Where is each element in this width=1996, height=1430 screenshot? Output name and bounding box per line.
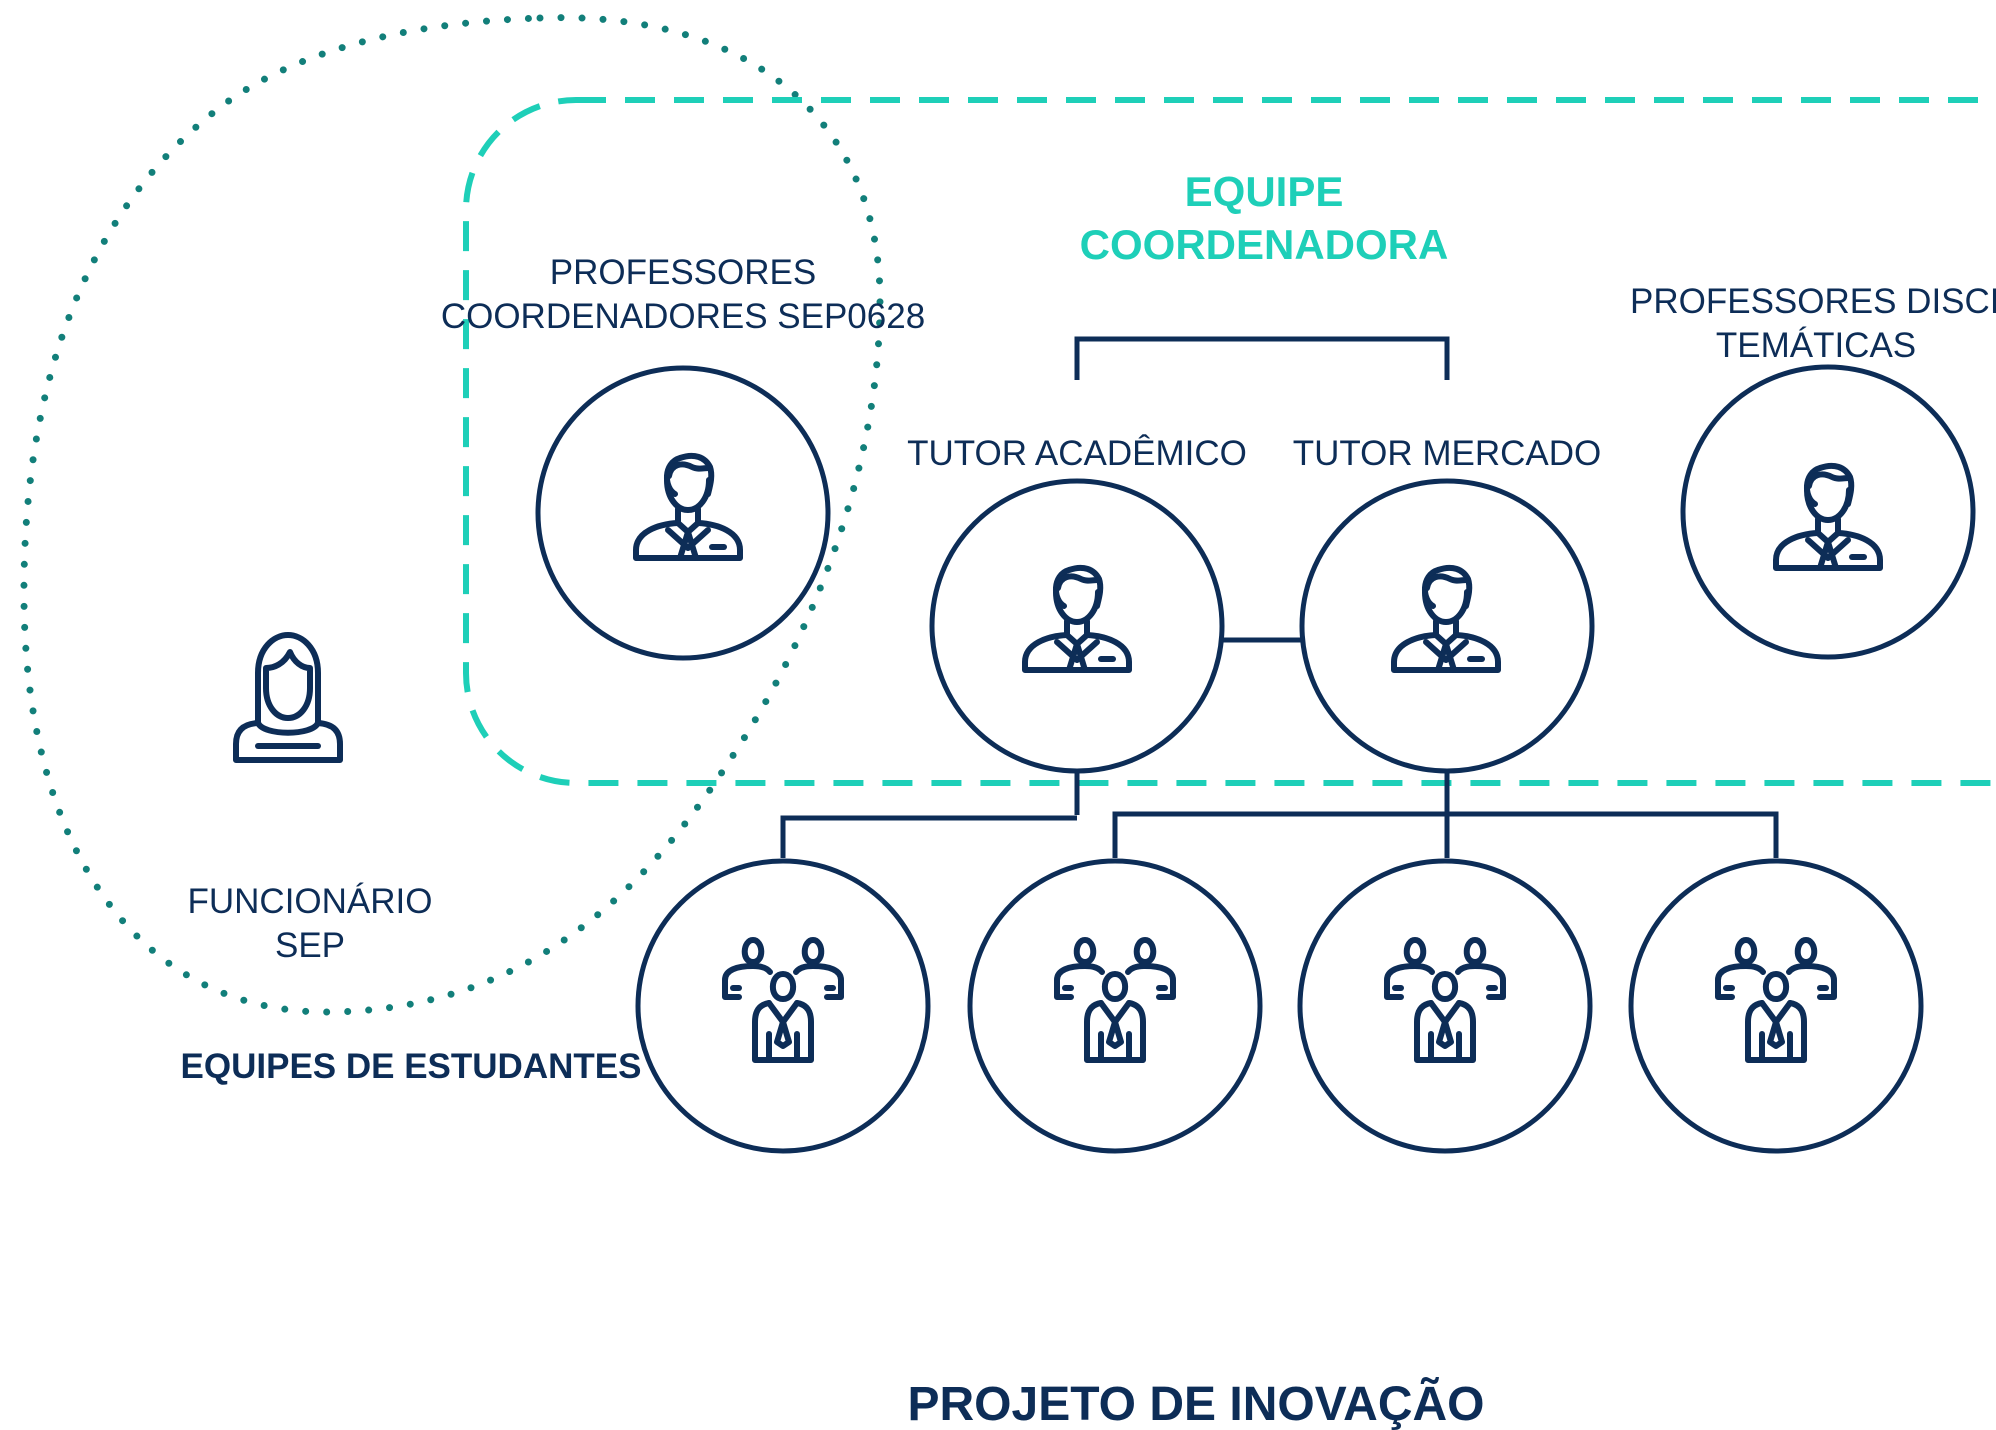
tutor-mercado-label: TUTOR MERCADO (1293, 434, 1602, 473)
student-team-node-2 (967, 858, 1263, 1154)
group-title-line-2: COORDENADORA (1080, 221, 1449, 268)
professores-coordenadores-node (535, 365, 831, 661)
student-team-node-4 (1628, 858, 1924, 1154)
professores-disciplinas-label-line-2: TEMÁTICAS (1716, 326, 1916, 365)
tutor-academico-label: TUTOR ACADÊMICO (907, 434, 1247, 473)
tutor-academico-node (929, 478, 1225, 774)
professores-coordenadores-label-line-2: COORDENADORES SEP0628 (441, 297, 925, 336)
page-title: PROJETO DE INOVAÇÃO (908, 1376, 1485, 1430)
funcionario-label-line-2: SEP (275, 926, 345, 965)
professores-disciplinas-node (1680, 364, 1976, 660)
teams-distribution-upper (780, 815, 1077, 858)
group-title-line-1: EQUIPE (1185, 168, 1344, 215)
tutor-mercado-node (1299, 478, 1595, 774)
professores-disciplinas-label-line-1: PROFESSORES DISCIPLINAS (1630, 282, 1996, 321)
tutors-bracket (1074, 336, 1450, 380)
teams-distribution-lower (1112, 811, 1779, 858)
student-team-node-1 (635, 858, 931, 1154)
funcionario-region-outline (20, 14, 884, 1016)
funcionario-label-line-1: FUNCIONÁRIO (188, 882, 433, 921)
equipes-estudantes-label: EQUIPES DE ESTUDANTES (181, 1047, 642, 1086)
student-team-node-3 (1297, 858, 1593, 1154)
woman-icon (236, 635, 340, 760)
equipe-coordenadora-region-outline (463, 97, 1996, 786)
professores-coordenadores-label-line-1: PROFESSORES (550, 253, 816, 292)
